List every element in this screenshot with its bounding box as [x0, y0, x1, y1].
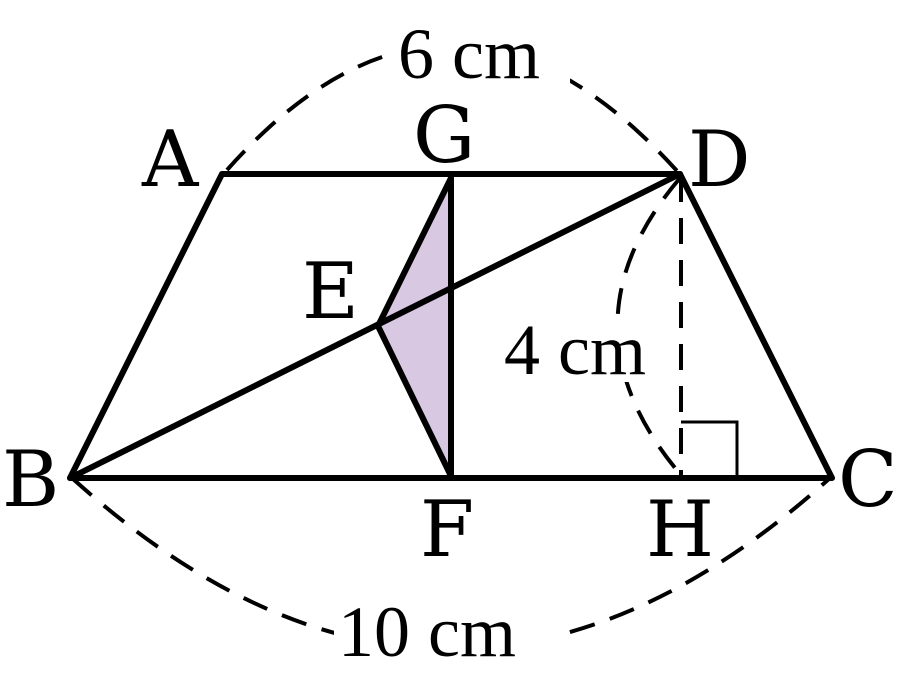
label-d: D	[688, 115, 751, 205]
bottom-measurement: 10 cm	[338, 592, 516, 672]
right-angle-marker	[681, 420, 739, 476]
shaded-triangle-egf	[378, 176, 451, 476]
label-a: A	[141, 115, 200, 205]
triangle-sides-ge-ef	[375, 175, 454, 479]
height-measurement: 4 cm	[504, 310, 646, 390]
top-measurement: 6 cm	[398, 14, 540, 94]
bottom-measure-backing	[334, 596, 556, 664]
label-e: E	[302, 247, 359, 337]
label-c: C	[838, 435, 898, 525]
label-b: B	[2, 435, 59, 525]
label-f: F	[420, 485, 474, 575]
top-measure-backing	[390, 18, 570, 86]
height-dimension-arc	[615, 176, 682, 476]
label-g: G	[413, 91, 475, 181]
height-measure-backing	[500, 318, 678, 382]
trapezoid-abcd	[67, 171, 835, 481]
label-h: H	[646, 485, 714, 575]
